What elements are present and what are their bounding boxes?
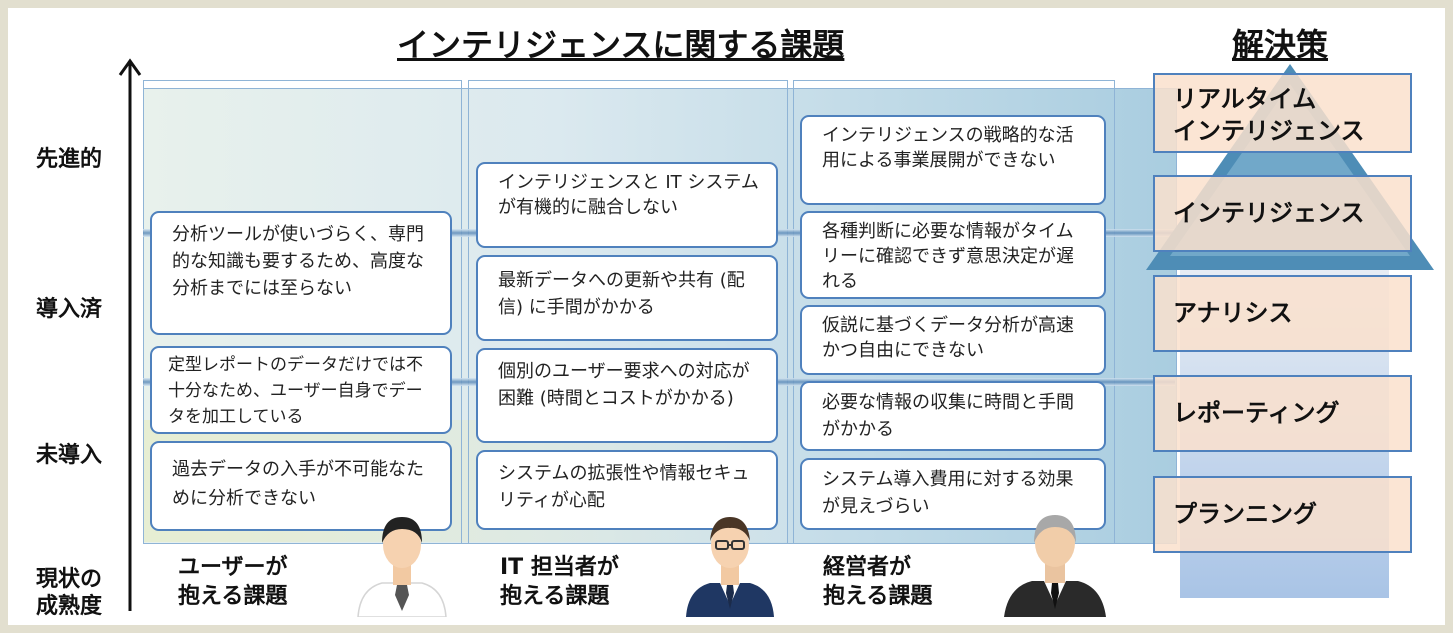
group-label-line: 経営者が [823,555,912,580]
solution-reporting: レポーティング [1153,375,1412,452]
solution-label: リアルタイム [1173,85,1317,113]
column-box-it [468,80,788,544]
group-label-line: ユーザーが [178,555,288,580]
solution-label: レポーティング [1173,399,1340,427]
challenge-card: 必要な情報の収集に時間と手間がかかる [800,381,1106,451]
diagram-title: インテリジェンスに関する課題 [397,26,845,64]
group-label-user: ユーザーが 抱える課題 [178,553,288,611]
solution-realtime-intelligence: リアルタイム インテリジェンス [1153,73,1412,153]
solution-intelligence: インテリジェンス [1153,175,1412,252]
group-label-line: 抱える課題 [823,584,933,609]
solution-planning: プランニング [1153,476,1412,553]
executive-person-icon [1004,515,1106,617]
solution-label: プランニング [1173,500,1317,528]
axis-label-advanced: 先進的 [36,147,103,172]
group-label-line: 抱える課題 [500,584,610,609]
solution-analysis: アナリシス [1153,275,1412,352]
axis-label-introduced: 導入済 [36,297,103,322]
axis-label-maturity-line1: 現状の [36,567,103,592]
axis-label-not-introduced: 未導入 [36,443,103,468]
solution-label: インテリジェンス [1173,199,1365,227]
challenge-card: 各種判断に必要な情報がタイムリーに確認できず意思決定が遅れる [800,211,1106,299]
group-label-line: IT 担当者が [500,555,619,580]
group-label-executive: 経営者が 抱える課題 [823,553,932,611]
challenge-card: 定型レポートのデータだけでは不十分なため、ユーザー自身でデータを加工している [150,346,452,434]
solution-label: インテリジェンス [1173,117,1365,145]
it-staff-person-icon [686,517,774,617]
user-person-icon [357,517,447,617]
challenge-card: システムの拡張性や情報セキュリティが心配 [476,450,778,530]
column-box-executive [793,80,1115,544]
challenge-card: 分析ツールが使いづらく、専門的な知識も要するため、高度な分析までには至らない [150,211,452,335]
challenge-card: 過去データの入手が不可能なために分析できない [150,441,452,531]
group-label-line: 抱える課題 [178,584,288,609]
challenge-card: 最新データへの更新や共有 (配信) に手間がかかる [476,255,778,341]
challenge-card: 個別のユーザー要求への対応が困難 (時間とコストがかかる) [476,348,778,443]
solutions-title: 解決策 [1232,26,1329,64]
column-box-user [143,80,462,544]
maturity-axis-arrow [118,58,142,611]
challenge-card: 仮説に基づくデータ分析が高速かつ自由にできない [800,305,1106,375]
challenge-card: インテリジェンスの戦略的な活用による事業展開ができない [800,115,1106,205]
group-label-it: IT 担当者が 抱える課題 [500,553,619,611]
axis-label-maturity-line2: 成熟度 [36,594,103,619]
solution-label: アナリシス [1173,299,1293,327]
challenge-card: インテリジェンスと IT システムが有機的に融合しない [476,162,778,248]
